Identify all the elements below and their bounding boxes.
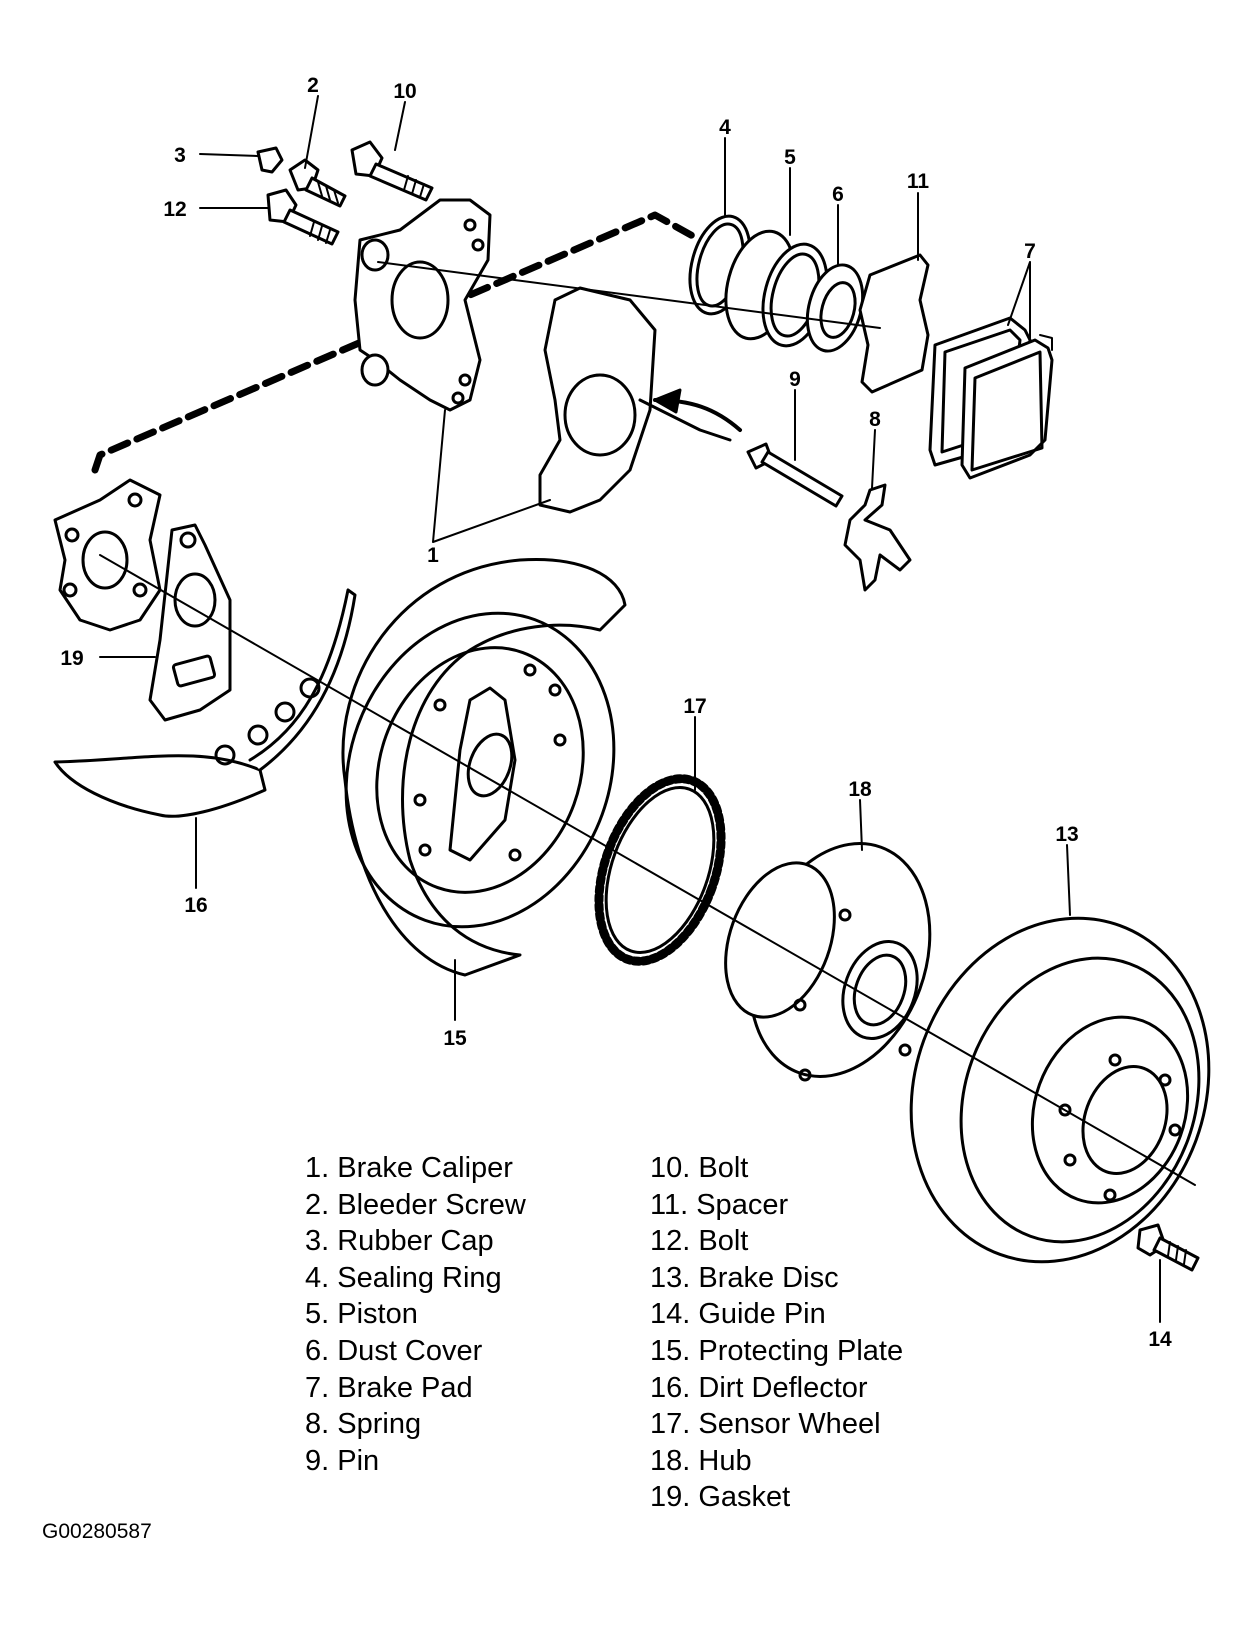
insertion-arrowhead (653, 388, 682, 414)
legend-item: 5. Piston (305, 1298, 418, 1331)
caliper-housing-part (538, 286, 732, 514)
spacer-part (858, 253, 930, 394)
callout-15: 15 (443, 1027, 467, 1050)
callout-8: 8 (869, 408, 881, 431)
callout-19: 19 (60, 647, 83, 670)
callout-4: 4 (719, 116, 731, 139)
legend-item: 19. Gasket (650, 1481, 791, 1514)
legend-item: 8. Spring (305, 1408, 422, 1441)
legend-item: 10. Bolt (650, 1152, 749, 1184)
callout-13: 13 (1055, 823, 1078, 846)
figure-code: G00280587 (42, 1520, 152, 1543)
legend-item: 9. Pin (305, 1444, 380, 1477)
legend-item: 16. Dirt Deflector (650, 1371, 868, 1404)
callout-17: 17 (683, 695, 706, 718)
protecting-plate-part (341, 557, 627, 977)
gasket-part (148, 523, 232, 722)
callout-12: 12 (163, 198, 186, 221)
brake-pads-part (928, 316, 1054, 480)
legend-item: 6. Dust Cover (305, 1334, 483, 1367)
spring-part (843, 483, 912, 592)
callout-9: 9 (789, 368, 801, 391)
pin-part (746, 442, 844, 508)
legend-item: 3. Rubber Cap (305, 1225, 494, 1258)
axis-line-lower (99, 554, 1196, 1186)
bleeder-screw-part (288, 158, 347, 208)
legend-item: 18. Hub (650, 1444, 752, 1477)
callout-1: 1 (427, 544, 439, 567)
sensor-wheel-part (594, 774, 726, 966)
axis-line-upper (377, 261, 881, 329)
legend-item: 4. Sealing Ring (305, 1261, 502, 1294)
bolt-10-part (350, 140, 434, 202)
callout-2: 2 (307, 74, 319, 97)
legend-left-column: 1. Brake Caliper 2. Bleeder Screw 3. Rub… (305, 1150, 526, 1479)
legend-item: 13. Brake Disc (650, 1261, 839, 1294)
legend-item: 12. Bolt (650, 1225, 749, 1258)
legend-item: 14. Guide Pin (650, 1298, 826, 1331)
leader-1 (432, 409, 551, 543)
brake-disc-part (909, 916, 1211, 1264)
hub-flange-part (53, 478, 162, 632)
legend-item: 2. Bleeder Screw (305, 1188, 526, 1221)
legend-item: 7. Brake Pad (305, 1371, 473, 1404)
rubber-cap-part (256, 146, 284, 174)
callout-14: 14 (1148, 1328, 1172, 1351)
callout-6: 6 (832, 183, 844, 206)
legend-item: 1. Brake Caliper (305, 1152, 513, 1184)
legend-right-column: 10. Bolt 11. Spacer 12. Bolt 13. Brake D… (650, 1150, 903, 1516)
callout-11: 11 (907, 170, 930, 193)
dirt-deflector-part (53, 588, 357, 818)
callout-10: 10 (393, 80, 416, 103)
guide-pin-part (1136, 1223, 1200, 1272)
bolt-12-part (266, 188, 340, 246)
legend-item: 17. Sensor Wheel (650, 1408, 881, 1441)
callout-7: 7 (1024, 240, 1036, 263)
legend-item: 15. Protecting Plate (650, 1334, 904, 1367)
callout-5: 5 (784, 146, 796, 169)
callout-16: 16 (184, 894, 207, 917)
callout-leaders (99, 95, 1161, 1323)
callout-18: 18 (848, 778, 872, 801)
legend-item: 11. Spacer (650, 1188, 789, 1221)
dust-cover-part (805, 263, 865, 353)
callout-3: 3 (174, 144, 186, 167)
caliper-carrier-part (353, 198, 492, 412)
